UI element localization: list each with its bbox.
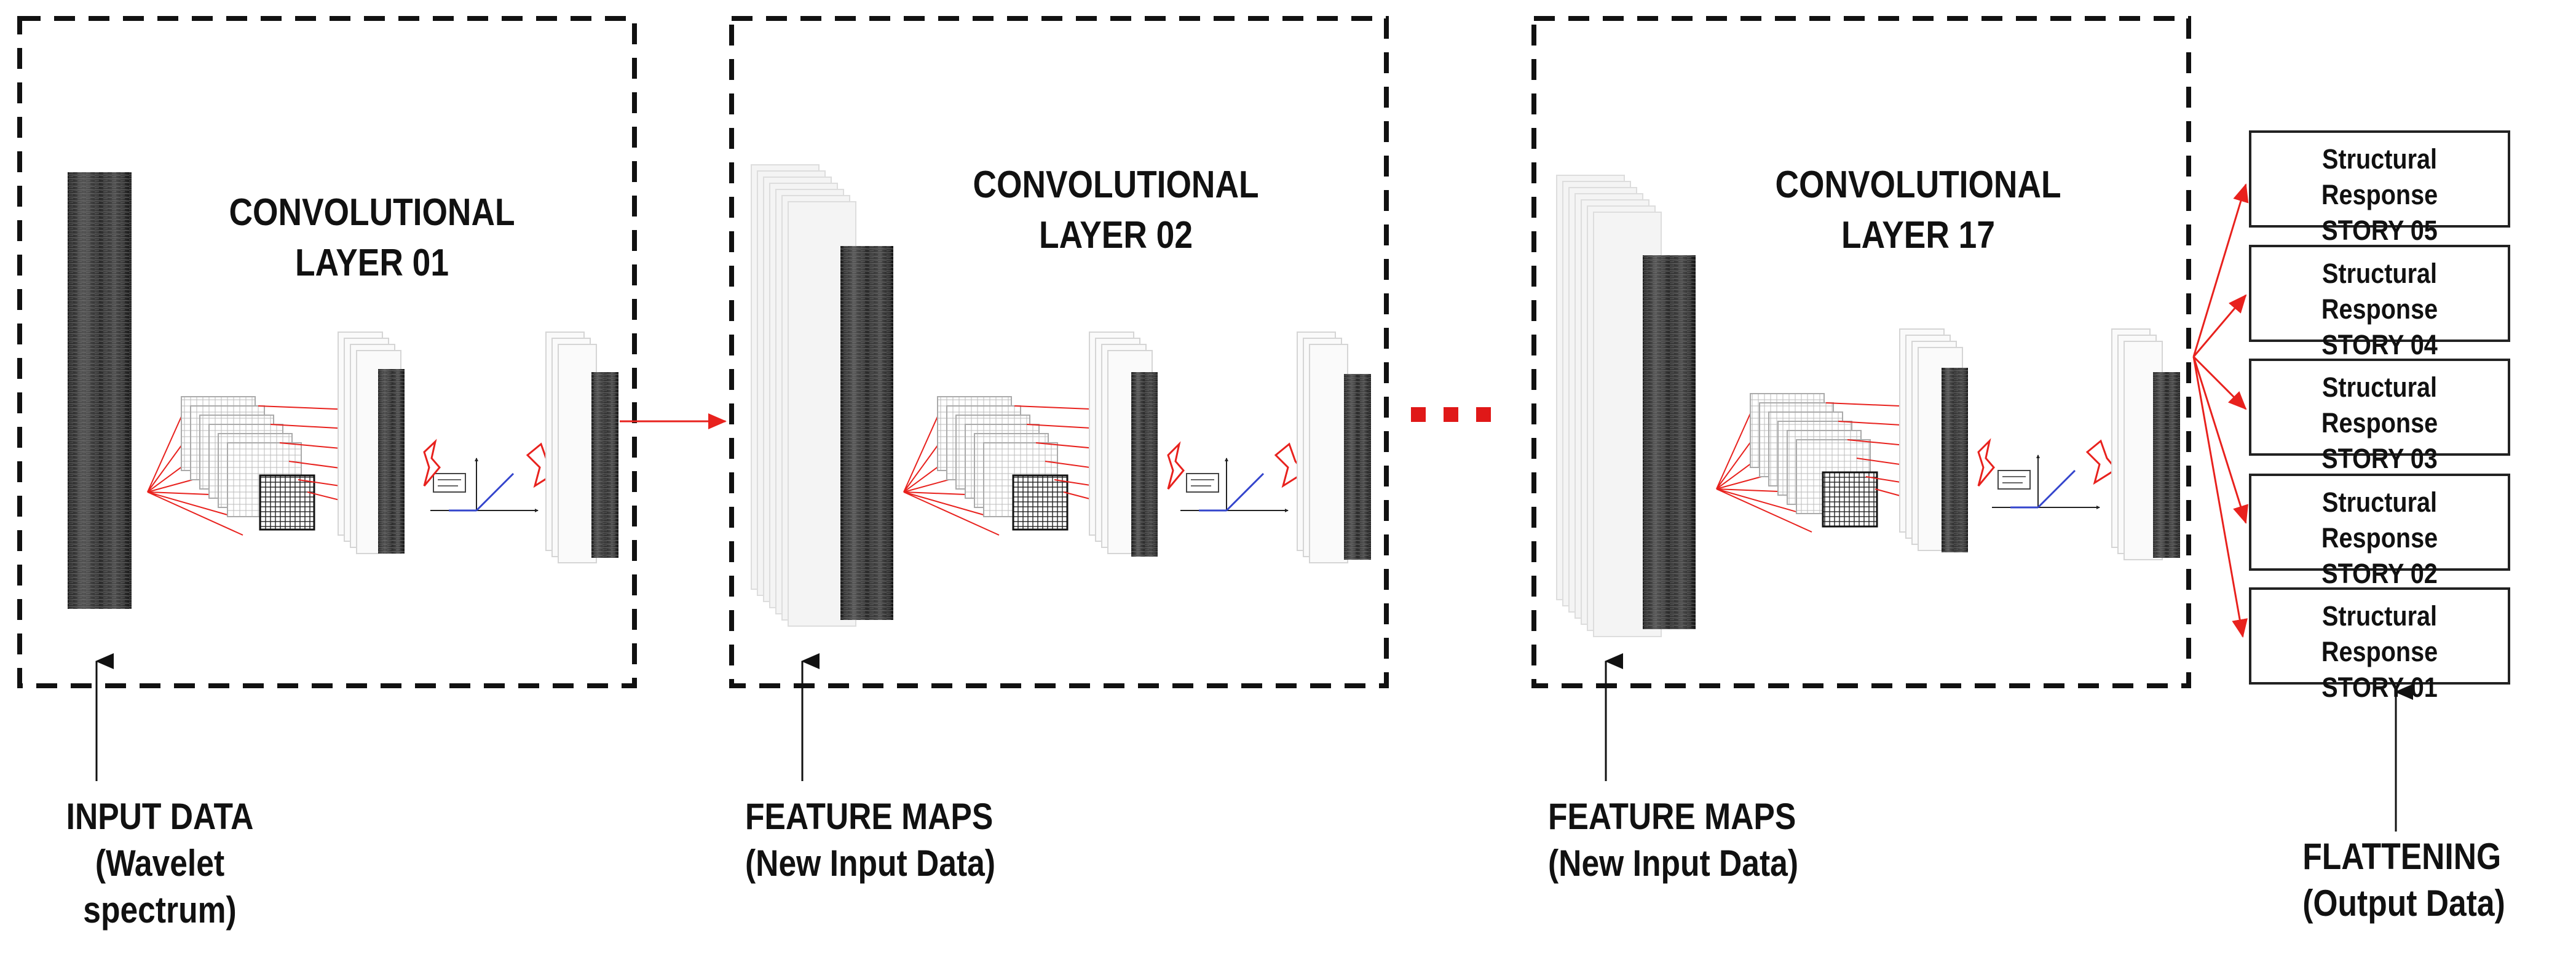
pooled-feature-map-stack-2 — [1297, 332, 1371, 563]
feature-maps-label-2-line2: (New Input Data) — [1548, 843, 1799, 884]
feature-maps-input-stack-2 — [751, 164, 893, 627]
flattening-label: FLATTENING (Output Data) — [2302, 833, 2505, 927]
process-arrow-1a — [423, 439, 441, 486]
flattening-label-line2: (Output Data) — [2302, 883, 2505, 924]
feature-maps-label-2-line1: FEATURE MAPS — [1548, 796, 1796, 837]
layer-01-title: CONVOLUTIONAL LAYER 01 — [211, 188, 534, 288]
output-story-03-line2: STORY 03 — [2321, 443, 2438, 474]
layer-02-title: CONVOLUTIONAL LAYER 02 — [955, 160, 1278, 261]
layer-frame-17 — [1531, 16, 2191, 688]
input-data-label-line2: (Wavelet — [95, 843, 225, 884]
kernel-stack-17 — [1750, 393, 1878, 528]
layer-frame-02 — [729, 16, 1389, 688]
output-story-04: Structural Response STORY 04 — [2249, 245, 2510, 360]
output-story-02: Structural Response STORY 02 — [2249, 474, 2510, 589]
layer-02-title-line1: CONVOLUTIONAL — [973, 164, 1259, 206]
kernel-stack — [181, 396, 315, 531]
layer-17-title-line2: LAYER 17 — [1841, 214, 1995, 256]
output-story-04-line2: STORY 04 — [2321, 329, 2438, 360]
output-story-04-line1: Structural Response — [2321, 258, 2438, 325]
kernel-stack-2 — [937, 396, 1069, 531]
feature-maps-label-1: FEATURE MAPS (New Input Data) — [745, 793, 995, 887]
output-story-01: Structural Response STORY 01 — [2249, 587, 2510, 703]
output-story-05: Structural Response STORY 05 — [2249, 130, 2510, 246]
feature-maps-input-stack-17 — [1556, 175, 1696, 637]
input-wavelet-spectrum — [68, 172, 132, 609]
output-story-05-line1: Structural Response — [2321, 143, 2438, 210]
output-story-03-line1: Structural Response — [2321, 371, 2438, 439]
layer-17-title-line1: CONVOLUTIONAL — [1775, 164, 2061, 206]
feature-map-stack-1a — [338, 332, 405, 554]
layers-ellipsis — [1411, 407, 1491, 422]
output-fanout-arrows — [2192, 183, 2249, 638]
layer-01-title-line2: LAYER 01 — [295, 242, 449, 284]
output-story-02-line1: Structural Response — [2321, 486, 2438, 554]
output-story-02-line2: STORY 02 — [2321, 558, 2438, 589]
process-arrow-17a — [1977, 438, 1995, 486]
process-arrow-2a — [1167, 441, 1185, 490]
relu-activation-plot-17 — [1992, 455, 2100, 509]
layer-17-title: CONVOLUTIONAL LAYER 17 — [1757, 160, 2080, 261]
output-story-03: Structural Response STORY 03 — [2249, 359, 2510, 474]
input-data-label-line1: INPUT DATA — [66, 796, 254, 837]
flattening-label-line1: FLATTENING — [2302, 836, 2502, 877]
feature-maps-label-1-line2: (New Input Data) — [745, 843, 996, 884]
feature-maps-label-1-line1: FEATURE MAPS — [745, 796, 994, 837]
feature-map-stack-17a — [1899, 328, 1968, 552]
input-data-label: INPUT DATA (Wavelet spectrum) — [49, 793, 271, 934]
output-story-05-line2: STORY 05 — [2321, 215, 2438, 246]
layer-02-title-line2: LAYER 02 — [1039, 214, 1193, 256]
output-story-01-line1: Structural Response — [2321, 600, 2438, 667]
label-pointer-arrows — [95, 653, 2413, 832]
input-data-label-line3: spectrum) — [83, 889, 237, 931]
output-story-01-line2: STORY 01 — [2321, 672, 2438, 703]
relu-activation-plot-1 — [430, 458, 539, 512]
layer-frame-01 — [17, 16, 637, 688]
relu-activation-plot-2 — [1180, 458, 1289, 512]
feature-map-stack-2a — [1089, 332, 1158, 557]
layer-01-title-line1: CONVOLUTIONAL — [229, 191, 515, 234]
pooled-feature-map-stack-17 — [2111, 328, 2180, 560]
feature-maps-label-2: FEATURE MAPS (New Input Data) — [1548, 793, 1798, 887]
pooled-feature-map-stack-1 — [545, 332, 618, 563]
